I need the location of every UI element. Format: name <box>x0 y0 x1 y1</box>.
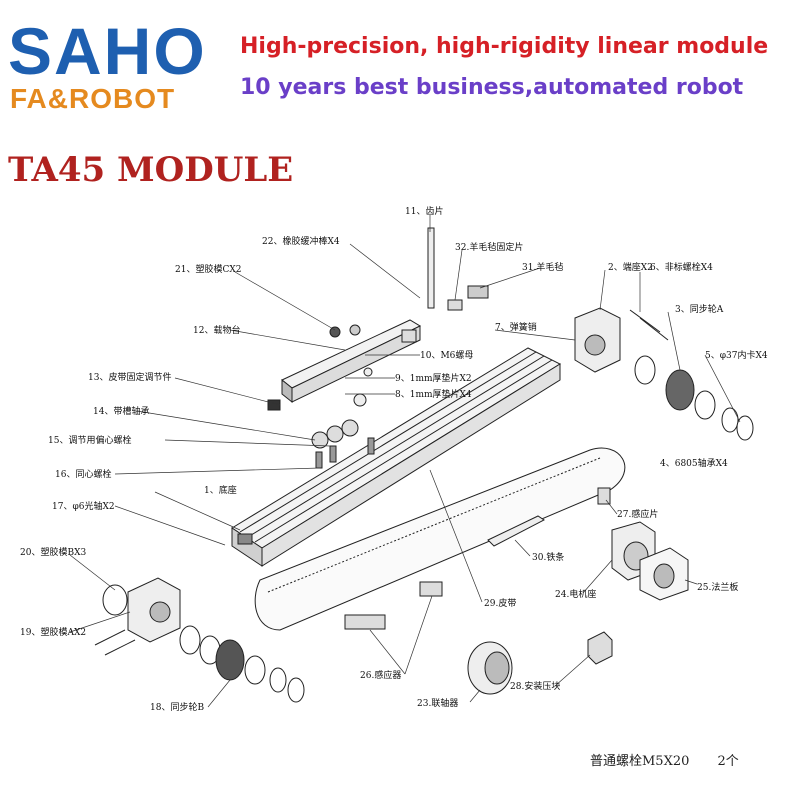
logo-subtitle: FA&ROBOT <box>10 83 176 114</box>
part-label-13: 13、皮带固定调节件 <box>88 371 171 383</box>
part-label-26: 26.感应器 <box>360 669 401 681</box>
end-seat-drawing <box>574 307 621 373</box>
part-label-14: 14、带槽轴承 <box>93 405 149 417</box>
part-label-29: 29.皮带 <box>484 597 516 609</box>
coupling-drawing <box>467 641 513 695</box>
part-label-30: 30.铁条 <box>532 551 564 563</box>
bearings-drawing <box>311 367 375 469</box>
part-label-3: 3、同步轮A <box>675 303 724 315</box>
part-label-24: 24.电机座 <box>555 588 596 600</box>
gear-plate-drawing <box>427 227 435 309</box>
part-label-27: 27.感应片 <box>617 508 658 520</box>
sensor-drawing-2 <box>419 581 443 597</box>
part-label-18: 18、同步轮B <box>150 701 204 713</box>
tagline-precision: High-precision, high-rigidity linear mod… <box>240 34 769 59</box>
part-label-17: 17、φ6光轴X2 <box>52 500 115 512</box>
part-label-21: 21、塑胶模CX2 <box>175 263 241 275</box>
part-label-20: 20、塑胶模BX3 <box>20 546 86 558</box>
logo-wordmark: SAHO <box>8 14 207 88</box>
part-label-9: 9、1mm厚垫片X2 <box>395 372 472 384</box>
belt-drawing <box>254 447 626 631</box>
part-label-6: 6、非标螺栓X4 <box>650 261 713 273</box>
part-label-15: 15、调节用偏心螺栓 <box>48 434 131 446</box>
module-title: TA45 MODULE <box>8 150 294 190</box>
saho-logo: SAHO FA&ROBOT <box>8 18 233 114</box>
part-label-7: 7、弹簧销 <box>495 321 537 333</box>
base-rail-drawing <box>231 347 562 567</box>
pulley-a-drawing <box>629 309 754 441</box>
bolt-qty: 2个 <box>717 754 739 769</box>
part-label-10: 10、M6螺母 <box>420 350 473 361</box>
tagline-business: 10 years best business,automated robot <box>240 75 744 100</box>
felt-fix-plate-drawing <box>447 299 463 311</box>
part-label-16: 16、同心螺栓 <box>55 468 111 480</box>
part-label-19: 19、塑胶模AX2 <box>20 626 86 638</box>
footer-note: 普通螺栓M5X20 2个 <box>590 750 763 769</box>
part-label-1: 1、底座 <box>204 484 237 496</box>
part-label-31: 31.羊毛毡 <box>522 261 563 273</box>
part-label-22: 22、橡胶缓冲棒X4 <box>262 235 340 247</box>
part-label-25: 25.法兰板 <box>697 581 738 593</box>
bolt-spec: 普通螺栓M5X20 <box>590 754 690 769</box>
part-label-12: 12、载物台 <box>193 324 240 336</box>
leader-lines <box>69 215 741 708</box>
part-label-32: 32.羊毛毡固定片 <box>455 241 523 253</box>
sensor-plate-drawing <box>597 487 611 505</box>
part-label-5: 5、φ37内卡X4 <box>705 349 768 361</box>
felt-drawing <box>467 285 489 299</box>
mount-block-drawing <box>587 631 613 665</box>
part-labels: 1、底座 2、端座X2 3、同步轮A 4、6805轴承X4 5、φ37内卡X4 … <box>20 205 768 713</box>
part-label-8: 8、1mm厚垫片X4 <box>395 388 472 400</box>
part-label-23: 23.联轴器 <box>417 697 458 709</box>
pulley-b-drawing <box>94 577 305 703</box>
part-label-28: 28.安装压块 <box>510 680 560 692</box>
part-label-4: 4、6805轴承X4 <box>660 457 728 469</box>
iron-bar-drawing <box>487 515 545 547</box>
sensor-drawing-1 <box>344 614 386 630</box>
motor-seat-drawing <box>611 521 689 601</box>
part-label-11: 11、齿片 <box>405 205 443 217</box>
carriage-drawing <box>267 319 422 411</box>
part-label-2: 2、端座X2 <box>608 261 653 273</box>
